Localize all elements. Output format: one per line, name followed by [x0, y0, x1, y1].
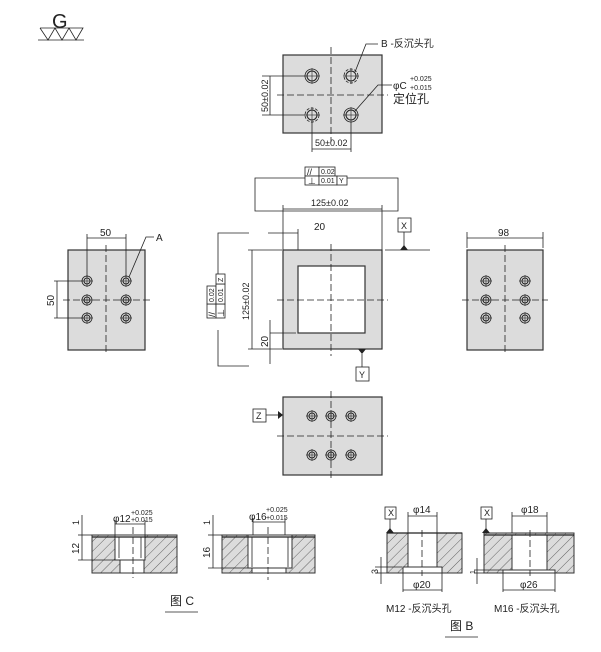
- fig-b-a-dia-bottom: φ20: [413, 580, 431, 591]
- c-hole-label: φC: [393, 81, 407, 92]
- side-perp-value: 0.01: [218, 288, 225, 302]
- left-view: 50 50 A: [46, 228, 163, 354]
- bottom-view: Z: [252, 391, 388, 481]
- fig-c-a-tol-lower: +0.015: [131, 517, 153, 524]
- side-tolerance-frame: 0.02 // 0.01 ⊥ Z: [206, 273, 226, 319]
- datum-x-label: X: [401, 221, 407, 231]
- fig-c-a-dim-depth: 12: [71, 542, 82, 554]
- hole-icon: [480, 275, 492, 287]
- hole-icon: [120, 312, 132, 324]
- datum-z-label: Z: [256, 411, 262, 421]
- parallel-value: 0.02: [321, 169, 335, 176]
- c-tol-lower: +0.015: [410, 85, 432, 92]
- surface-symbol-letter: G: [52, 11, 68, 33]
- parallelism-icon: //: [307, 167, 313, 177]
- hole-icon: [81, 294, 93, 306]
- geometric-tolerance-frame: // 0.02 ⊥ 0.01 Y: [254, 166, 399, 212]
- front-dim-wall-bottom: 20: [260, 335, 271, 347]
- locating-hole-label: 定位孔: [393, 91, 429, 106]
- fig-b-b-caption: M16 -反沉头孔: [494, 602, 560, 615]
- fig-b-b-dia-top: φ18: [521, 505, 539, 516]
- front-dim-width: 125±0.02: [311, 198, 348, 208]
- hole-icon: [519, 275, 531, 287]
- fig-c-b-dim-top: 1: [202, 520, 212, 525]
- fig-b-b-dim-depth: 1: [470, 570, 477, 574]
- hole-icon: [519, 312, 531, 324]
- fig-b-section-a: X φ14 φ20 3 M12 -反沉头孔: [370, 505, 463, 615]
- side-perp-icon: ⊥: [216, 309, 226, 317]
- side-parallel-value: 0.02: [209, 288, 216, 302]
- surface-finish-symbol: G: [38, 11, 84, 41]
- fig-c-a-dim-top: 1: [71, 520, 81, 525]
- b-hole-label: B -反沉头孔: [381, 37, 434, 50]
- hole-icon: [480, 312, 492, 324]
- perp-value: 0.01: [321, 178, 335, 185]
- hole-icon: [306, 410, 318, 422]
- fig-c-a-diameter: φ12: [113, 514, 131, 525]
- c-tol-upper: +0.025: [410, 76, 432, 83]
- front-view: 125±0.02 20 125±0.02 20 0.02 // 0.01 ⊥ Z: [206, 198, 430, 382]
- hole-icon: [519, 294, 531, 306]
- datum-y-label: Y: [359, 370, 365, 380]
- hole-icon: [345, 410, 357, 422]
- right-view: 98: [462, 228, 548, 354]
- fig-b-title: 图 B: [450, 619, 473, 633]
- hole-icon: [120, 294, 132, 306]
- front-dim-height: 125±0.02: [241, 283, 251, 320]
- perpendicularity-icon: ⊥: [308, 176, 316, 186]
- side-parallelism-icon: //: [207, 311, 217, 317]
- hole-icon: [345, 449, 357, 461]
- fig-b-a-dim-depth: 3: [370, 569, 380, 574]
- fig-b-a-caption: M12 -反沉头孔: [386, 602, 452, 615]
- left-dim-vertical: 50: [46, 294, 57, 306]
- hole-icon: [306, 449, 318, 461]
- top-dim-vertical: 50±0.02: [260, 80, 270, 112]
- fig-b-b-datum: X: [484, 508, 490, 518]
- hole-icon: [325, 449, 337, 461]
- hole-icon: [480, 294, 492, 306]
- fig-c-b-diameter: φ16: [249, 512, 267, 523]
- hole-a-label: A: [156, 233, 163, 244]
- fig-c-title: 图 C: [170, 594, 194, 608]
- fig-c-b-tol-lower: +0.015: [266, 515, 288, 522]
- right-dim-width: 98: [498, 228, 510, 239]
- fig-c-section-b: φ16 +0.025 +0.015 1 16: [202, 507, 316, 580]
- fig-c-b-dim-depth: 16: [202, 546, 213, 558]
- front-dim-wall-top: 20: [314, 222, 326, 233]
- hole-icon: [343, 68, 359, 84]
- fig-c-a-tol-upper: +0.025: [131, 510, 153, 517]
- fig-c-b-tol-upper: +0.025: [266, 507, 288, 514]
- left-dim-horizontal: 50: [100, 228, 112, 239]
- fig-b-section-b: X φ18 φ26 1 M16 -反沉头孔: [470, 505, 575, 615]
- perp-datum: Y: [339, 178, 344, 185]
- fig-b-b-dia-bottom: φ26: [520, 580, 538, 591]
- fig-b-a-dia-top: φ14: [413, 505, 431, 516]
- hole-icon: [325, 410, 337, 422]
- top-dim-horizontal: 50±0.02: [315, 138, 347, 148]
- fig-b-a-datum: X: [388, 508, 394, 518]
- side-perp-datum: Z: [218, 277, 225, 282]
- top-view: 50±0.02 50±0.02 B -反沉头孔 φC +0.025 +0.015…: [260, 37, 434, 152]
- fig-c-section-a: φ12 +0.025 +0.015 1 12: [71, 510, 178, 578]
